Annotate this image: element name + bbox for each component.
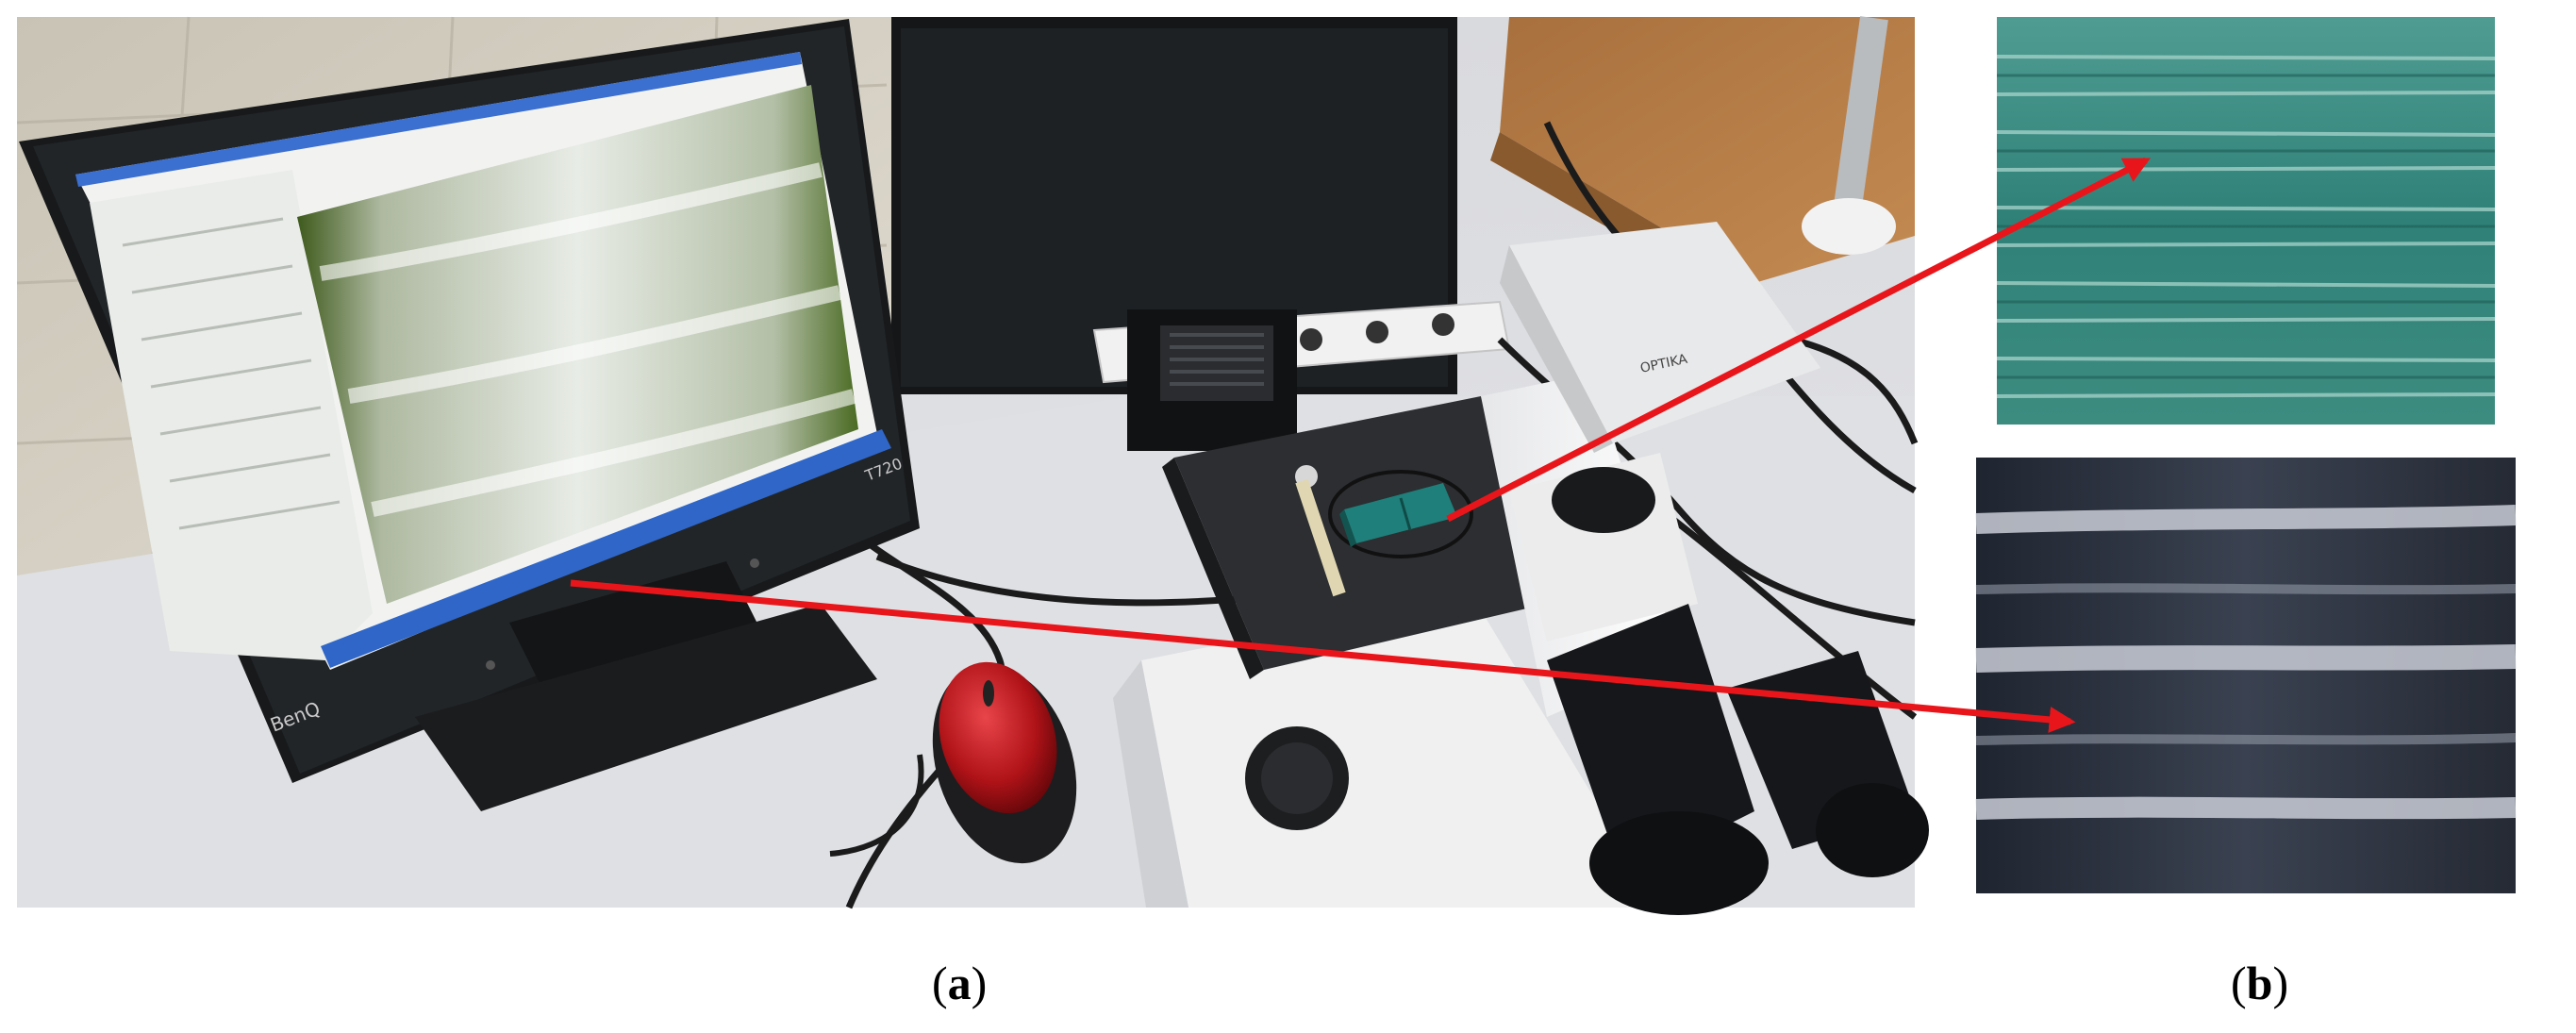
micrograph-dark: [1975, 458, 2517, 893]
monitor-micrograph: [297, 85, 858, 604]
caption-a-letter: a: [947, 957, 972, 1009]
specimen: [1339, 483, 1457, 547]
micrograph-teal: [1996, 17, 2496, 425]
arrow-specimen-to-teal-micrograph: [1446, 157, 2151, 523]
monitor-stand: [415, 604, 877, 811]
caption-b-letter: b: [2246, 957, 2273, 1009]
microscope: OPTIKA: [1113, 16, 1929, 915]
arrow-screen-to-dark-micrograph: [570, 579, 2076, 733]
eyepieces: [1547, 604, 1929, 915]
caption-b: (b): [2231, 957, 2289, 1009]
photo-lab-setup: BenQ T720: [16, 16, 1929, 915]
computer-mouse: [829, 661, 1077, 864]
caption-a: (a): [932, 957, 988, 1009]
monitor: BenQ T720: [19, 19, 920, 811]
annotation-arrows: [570, 157, 2151, 733]
microscope-camera: OPTIKA: [1500, 222, 1820, 453]
